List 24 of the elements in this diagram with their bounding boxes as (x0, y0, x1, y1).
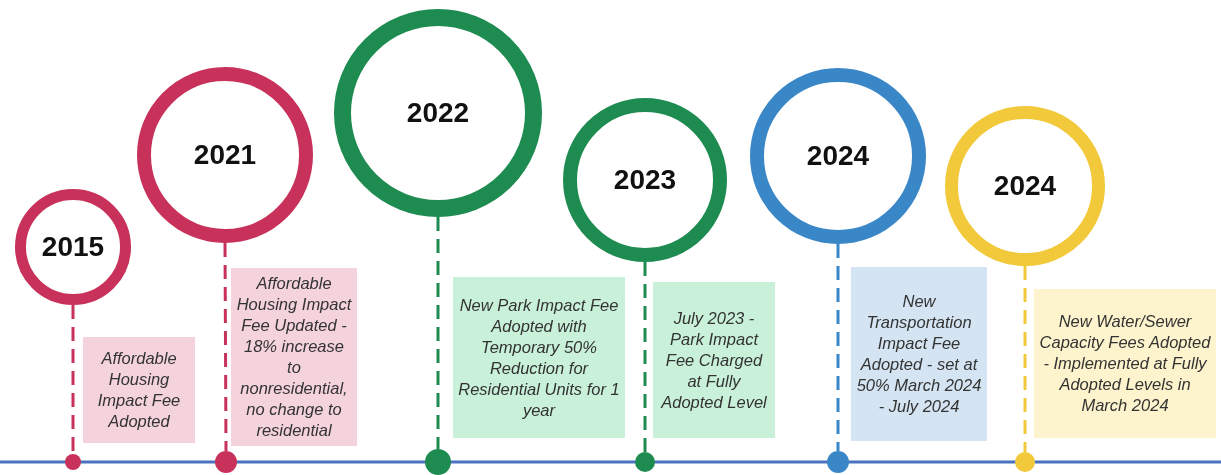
dashed-connector (1023, 266, 1027, 452)
timeline-dot (215, 451, 237, 473)
year-circle: 2024 (750, 68, 926, 244)
timeline-dot (827, 451, 849, 473)
event-note: July 2023 - Park Impact Fee Charged at Fully Adopted Level (653, 282, 775, 438)
dashed-connector (436, 217, 440, 449)
year-circle: 2015 (15, 189, 131, 305)
timeline-dot (635, 452, 655, 472)
year-circle: 2021 (137, 67, 313, 243)
event-note: New Park Impact Fee Adopted with Temporary 50% Reduction for Residential Units for 1 year (453, 277, 625, 438)
year-circle: 2022 (334, 9, 542, 217)
dashed-connector (223, 243, 228, 451)
timeline-dot (1015, 452, 1035, 472)
event-note: New Transportation Impact Fee Adopted - set at 50% March 2024 - July 2024 (851, 267, 987, 441)
timeline-dot (65, 454, 81, 470)
dashed-connector (643, 262, 647, 452)
event-note: New Water/Sewer Capacity Fees Adopted - Implemented at Fully Adopted Levels in March 2024 (1034, 289, 1216, 438)
year-circle: 2024 (945, 106, 1105, 266)
year-circle: 2023 (563, 98, 727, 262)
timeline-dot (425, 449, 451, 475)
dashed-connector (836, 244, 840, 451)
event-note: Affordable Housing Impact Fee Adopted (83, 337, 195, 443)
dashed-connector (71, 305, 75, 454)
event-note: Affordable Housing Impact Fee Updated - 18% increase to nonresidential, no change to residential (231, 268, 357, 446)
